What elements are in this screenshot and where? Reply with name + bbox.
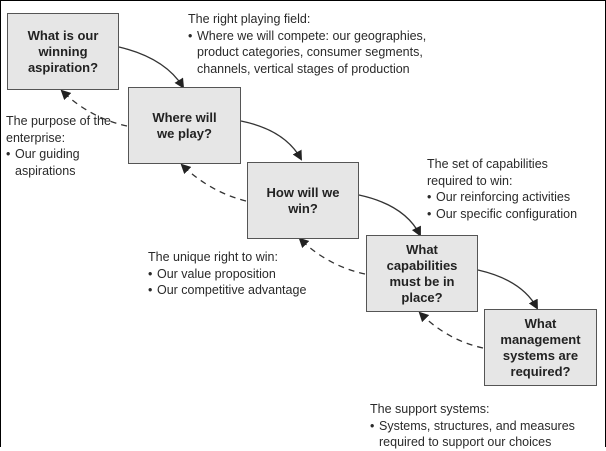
- forward-arrow-3: [358, 194, 421, 237]
- note-right-to-win: The unique right to win: Our value propo…: [148, 249, 306, 299]
- feedback-arrow-3: [298, 237, 366, 275]
- note-bullet: Where we will compete: our geographies, …: [188, 28, 462, 78]
- box-label: Where will we play?: [152, 109, 217, 141]
- note-playing-field: The right playing field: Where we will c…: [188, 11, 462, 77]
- note-purpose: The purpose of the enterprise: Our guidi…: [6, 113, 111, 179]
- note-title: The support systems:: [370, 402, 490, 416]
- note-support: The support systems: Systems, structures…: [370, 401, 606, 451]
- box-label: How will we win?: [266, 184, 340, 216]
- note-bullet: Our reinforcing activities: [427, 189, 577, 206]
- feedback-arrow-2: [180, 163, 247, 202]
- forward-arrow-4: [477, 269, 538, 310]
- box-label: What capabilities must be in place?: [386, 241, 458, 305]
- feedback-arrow-1: [60, 89, 128, 127]
- note-title: The set of capabilities required to win:: [427, 157, 548, 188]
- note-bullet: Our specific configuration: [427, 206, 577, 223]
- note-title: The right playing field:: [188, 12, 311, 26]
- note-bullet: Our value proposition: [148, 266, 306, 283]
- box-how-to-win: How will we win?: [247, 162, 359, 239]
- note-bullet: Our competitive advantage: [148, 282, 306, 299]
- note-title: The unique right to win:: [148, 250, 278, 264]
- box-winning-aspiration: What is our winning aspiration?: [7, 13, 119, 90]
- box-management-systems: What management systems are required?: [484, 309, 597, 386]
- note-capabilities: The set of capabilities required to win:…: [427, 156, 577, 222]
- box-label: What is our winning aspiration?: [27, 27, 99, 75]
- box-capabilities: What capabilities must be in place?: [366, 235, 478, 312]
- box-where-to-play: Where will we play?: [128, 87, 241, 164]
- feedback-arrow-4: [418, 311, 484, 349]
- forward-arrow-1: [118, 46, 185, 89]
- box-label: What management systems are required?: [500, 315, 581, 379]
- forward-arrow-2: [240, 120, 302, 161]
- note-title: The purpose of the enterprise:: [6, 114, 111, 145]
- note-bullet: Our guiding aspirations: [6, 146, 95, 179]
